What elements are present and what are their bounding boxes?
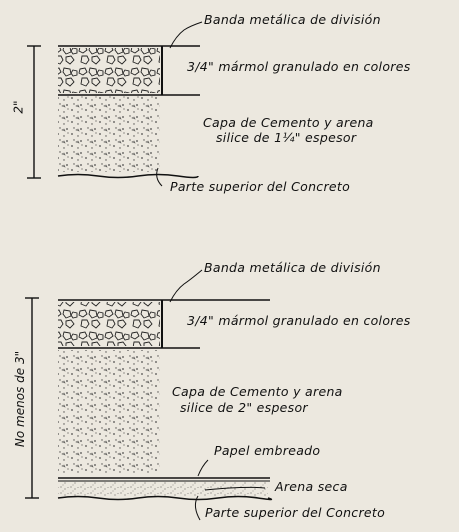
top-dimension-label: 2" (11, 100, 26, 114)
top-terrazzo-label: 3/4" mármol granulado en colores (187, 59, 411, 74)
bottom-underbed-label-line1: Capa de Cemento y arena (172, 384, 343, 399)
bottom-divider-leader (169, 269, 203, 303)
bottom-dimension-line (25, 297, 39, 499)
bottom-divider-strip-label: Banda metálica de división (204, 260, 381, 275)
top-dimension-line (27, 45, 41, 179)
bottom-concrete-line (57, 495, 273, 501)
top-divider-leader (169, 21, 203, 49)
top-concrete-leader (156, 167, 163, 187)
top-divider-strip-label: Banda metálica de división (204, 12, 381, 27)
bottom-membrane-leader (197, 459, 209, 477)
bottom-concrete-label: Parte superior del Concreto (205, 505, 386, 520)
bottom-underbed-label-line2: silice de 2" espesor (180, 400, 308, 415)
top-detail (27, 21, 203, 187)
bottom-sand-layer (58, 482, 268, 496)
top-terrazzo-layer (58, 48, 160, 93)
top-concrete-label: Parte superior del Concreto (170, 179, 351, 194)
top-underbed-label-line2: silice de 1¼" espesor (216, 130, 357, 145)
bottom-detail (25, 269, 273, 521)
bottom-membrane-label: Papel embreado (214, 443, 321, 458)
bottom-sand-label: Arena seca (275, 479, 348, 494)
top-underbed-layer (58, 96, 160, 172)
bottom-underbed-layer (58, 350, 160, 474)
bottom-concrete-leader (194, 495, 201, 521)
bottom-dimension-label: No menos de 3" (13, 350, 28, 448)
bottom-sand-leader (204, 486, 266, 491)
top-concrete-line (57, 173, 199, 179)
top-underbed-label-line1: Capa de Cemento y arena (203, 115, 374, 130)
bottom-terrazzo-label: 3/4" mármol granulado en colores (187, 313, 411, 328)
bottom-terrazzo-layer (58, 302, 160, 346)
